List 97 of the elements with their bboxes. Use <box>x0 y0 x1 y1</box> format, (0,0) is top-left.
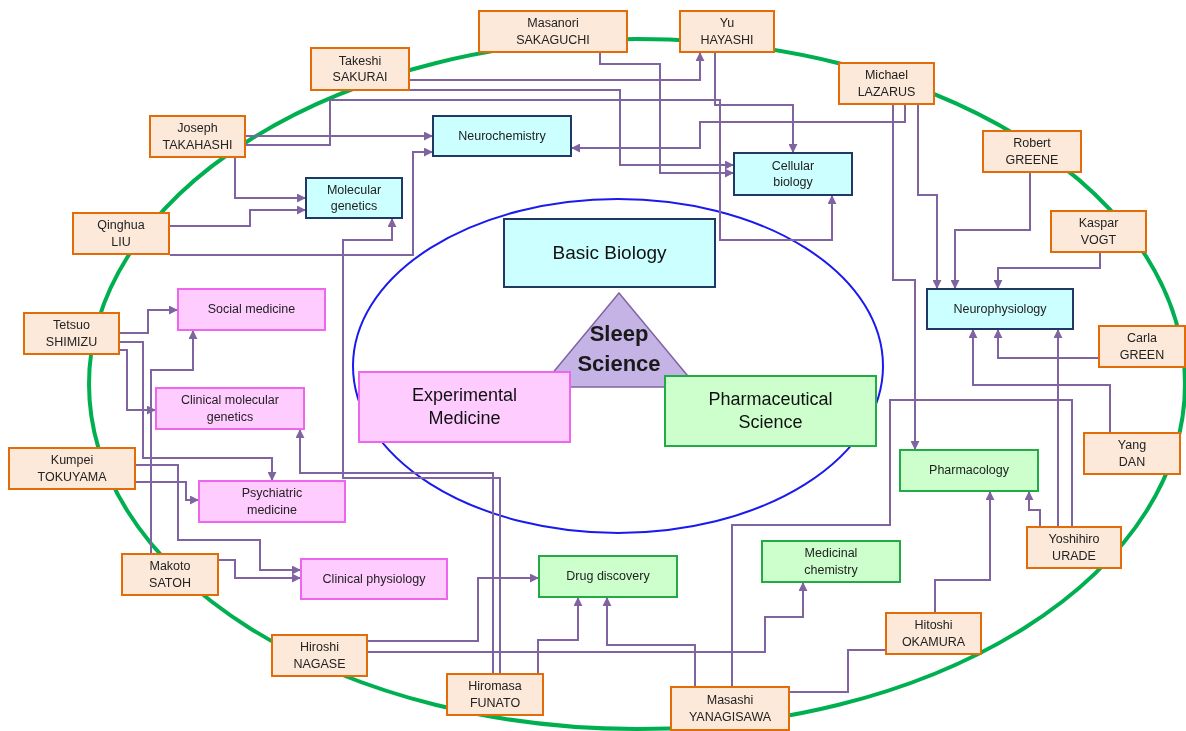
connector-arrow <box>571 104 906 153</box>
person-box <box>679 10 775 53</box>
person-box <box>982 130 1082 173</box>
connector-arrow <box>245 131 433 141</box>
node-label: Social medicine <box>207 301 296 318</box>
node-label: Clinical physiology <box>322 570 426 588</box>
field-box <box>538 555 678 598</box>
person-box <box>838 62 935 105</box>
node-label: Kaspar VOGT <box>1078 215 1119 248</box>
node-label: Neurochemistry <box>458 127 546 145</box>
node-label: Masashi YANAGISAWA <box>688 692 772 725</box>
node-label: Medicinal chemistry <box>803 545 859 578</box>
node-label: Yang DAN <box>1117 437 1147 470</box>
node-label: Makoto SATOH <box>149 558 191 591</box>
node-label: Basic Biology <box>552 240 667 265</box>
field-box <box>155 387 305 430</box>
node-label: Pharmaceutical Science <box>708 387 833 434</box>
connector-arrow <box>135 464 301 575</box>
connector-arrow <box>599 52 734 178</box>
connector-arrow <box>934 491 995 613</box>
node-label: Yu HAYASHI <box>700 15 754 48</box>
connector-arrow <box>119 341 277 481</box>
connector-arrow <box>367 582 808 653</box>
connector-arrow <box>714 52 798 153</box>
person-box <box>1098 325 1186 368</box>
node-label: Qinghua LIU <box>97 217 145 250</box>
connector-arrow <box>367 573 539 642</box>
person-box <box>1026 526 1122 569</box>
node-label: Kumpei TOKUYAMA <box>37 452 107 485</box>
category-box <box>664 375 877 447</box>
person-box <box>121 553 219 596</box>
field-box <box>761 540 901 583</box>
connector-arrow <box>218 559 301 583</box>
connector-arrow <box>409 89 734 170</box>
node-label: Robert GREENE <box>1005 135 1059 168</box>
person-box <box>271 634 368 677</box>
connector-arrow <box>950 172 1031 289</box>
field-box <box>733 152 853 196</box>
connector-arrow <box>968 329 1111 433</box>
connector-arrow <box>169 147 433 256</box>
connector-arrow <box>917 104 942 289</box>
person-box <box>23 312 120 355</box>
connector-arrow <box>409 52 705 81</box>
connector-arrow <box>602 597 696 687</box>
field-box <box>300 558 448 600</box>
connector-arrow <box>150 330 198 554</box>
node-label: Pharmacology <box>929 462 1009 479</box>
connector-arrow <box>993 252 1101 289</box>
connector-arrow <box>234 157 306 203</box>
connector-arrow <box>169 205 306 227</box>
node-label: Michael LAZARUS <box>857 67 916 100</box>
node-label: Drug discovery <box>566 568 650 585</box>
connector-arrow <box>342 218 501 674</box>
field-box <box>899 449 1039 492</box>
node-label: Hiroshi NAGASE <box>293 639 346 672</box>
node-label: Sleep Science <box>576 320 662 378</box>
connector-arrow <box>1053 329 1063 527</box>
category-box <box>503 218 716 288</box>
connector-arrow <box>119 305 178 334</box>
node-label: Masanori SAKAGUCHI <box>516 15 590 48</box>
node-label: Takeshi SAKURAI <box>332 52 388 86</box>
field-box <box>198 480 346 523</box>
category-box <box>358 371 571 443</box>
node-label: Hitoshi OKAMURA <box>901 617 966 650</box>
person-box <box>885 612 982 655</box>
node-label: Clinical molecular genetics <box>180 392 280 425</box>
node-label: Tetsuo SHIMIZU <box>45 317 98 350</box>
connector-arrow <box>119 349 156 415</box>
field-box <box>305 177 403 219</box>
connector-arrow <box>295 429 494 674</box>
person-box <box>478 10 628 53</box>
connector-arrow <box>1024 491 1041 527</box>
person-box <box>72 212 170 255</box>
person-box <box>1050 210 1147 253</box>
connector-arrow <box>892 104 920 450</box>
field-box <box>432 115 572 157</box>
person-box <box>670 686 790 731</box>
connector-arrow <box>135 481 199 505</box>
node-label: Psychiatric medicine <box>240 485 304 518</box>
field-box <box>926 288 1074 330</box>
node-label: Yoshihiro URADE <box>1048 531 1100 564</box>
person-box <box>446 673 544 716</box>
connector-arrow <box>537 597 583 674</box>
node-label: Experimental Medicine <box>411 383 517 430</box>
person-box <box>310 47 410 91</box>
connector-arrow <box>245 99 837 241</box>
person-box <box>8 447 136 490</box>
connector-arrow <box>993 329 1099 359</box>
person-box <box>149 115 246 158</box>
node-label: Joseph TAKAHASHI <box>162 120 233 153</box>
node-label: Neurophysiology <box>953 300 1047 318</box>
node-label: Hiromasa FUNATO <box>468 678 522 711</box>
node-label: Molecular genetics <box>325 181 383 215</box>
node-label: Cellular biology <box>770 157 816 191</box>
person-box <box>1083 432 1181 475</box>
field-box <box>177 288 326 331</box>
node-label: Carla GREEN <box>1119 330 1165 363</box>
